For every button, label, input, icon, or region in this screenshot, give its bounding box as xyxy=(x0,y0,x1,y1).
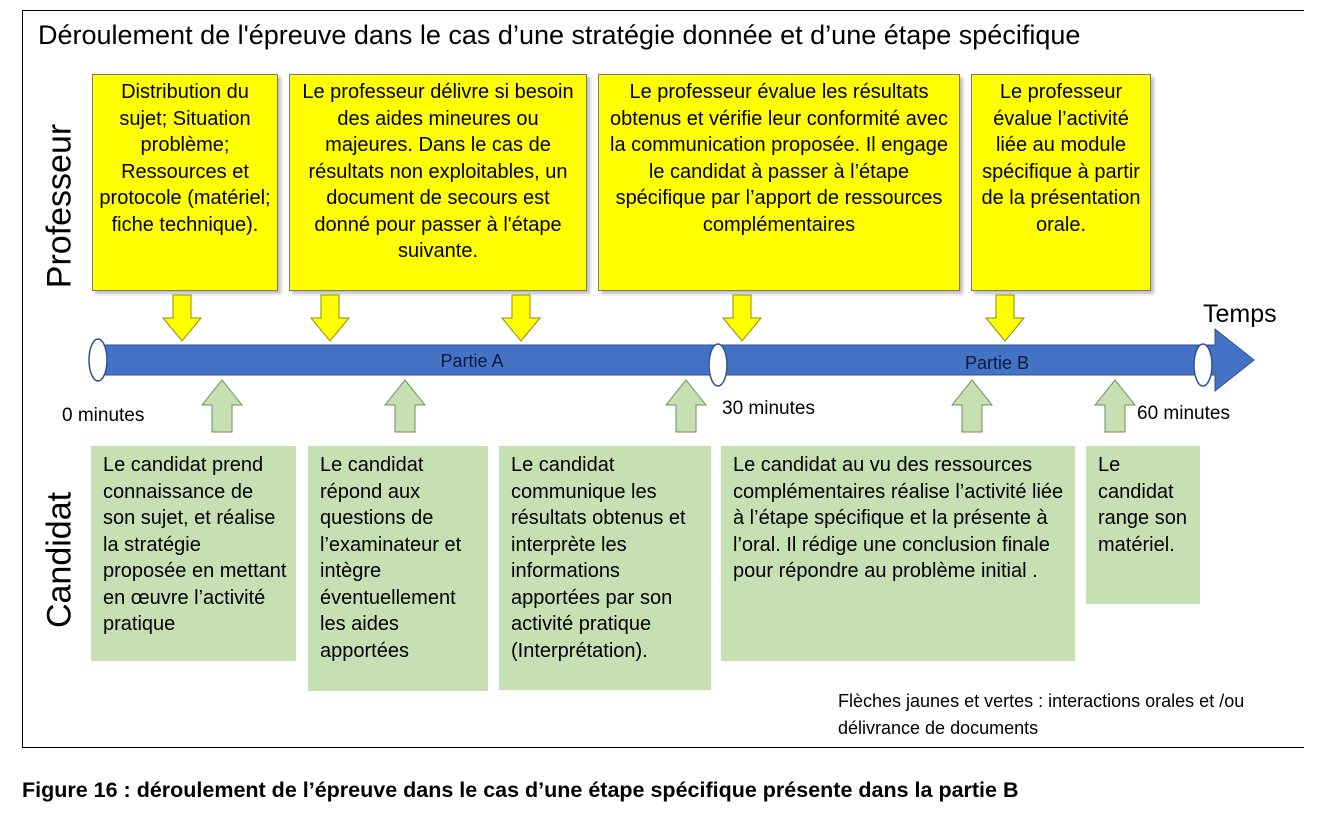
teacher-box-4: Le professeur évalue l’activité liée au … xyxy=(971,74,1151,291)
part-b-label: Partie B xyxy=(964,353,1030,373)
time-marker-0 xyxy=(88,338,108,382)
teacher-arrow-3 xyxy=(500,294,542,342)
diagram-title: Déroulement de l'épreuve dans le cas d’u… xyxy=(38,20,1081,50)
teacher-arrow-5 xyxy=(984,294,1026,342)
candidate-box-2: Le candidat répond aux questions de l’ex… xyxy=(308,446,488,691)
teacher-box-3: Le professeur évalue les résultats obten… xyxy=(598,74,960,291)
diagram-frame xyxy=(22,10,1304,748)
candidate-box-4: Le candidat au vu des ressources complém… xyxy=(721,446,1075,661)
teacher-box-2: Le professeur délivre si besoin des aide… xyxy=(289,74,587,291)
candidate-arrow-3 xyxy=(664,379,708,433)
teacher-box-1: Distribution du sujet; Situation problèm… xyxy=(92,74,278,291)
teacher-arrow-1 xyxy=(161,294,203,342)
teacher-arrow-4 xyxy=(721,294,763,342)
time-marker-30 xyxy=(708,343,728,387)
part-a-label: Partie A xyxy=(440,351,504,371)
candidate-arrow-4 xyxy=(950,379,994,433)
teacher-arrow-2 xyxy=(309,294,351,342)
candidate-arrow-1 xyxy=(200,379,244,433)
time-axis-label: Temps xyxy=(1203,300,1277,328)
time-label-30: 30 minutes xyxy=(722,398,815,419)
timeline-arrow xyxy=(97,327,1255,393)
time-marker-60 xyxy=(1193,343,1213,387)
candidate-box-3: Le candidat communique les résultats obt… xyxy=(499,446,711,690)
time-label-0: 0 minutes xyxy=(62,405,145,426)
arrow-legend-note: Flèches jaunes et vertes : interactions … xyxy=(838,691,1245,738)
candidate-arrow-2 xyxy=(383,379,427,433)
time-label-60: 60 minutes xyxy=(1137,403,1230,424)
candidate-box-1: Le candidat prend connaissance de son su… xyxy=(91,446,296,661)
candidate-arrow-5 xyxy=(1093,379,1137,433)
figure-caption: Figure 16 : déroulement de l’épreuve dan… xyxy=(22,778,1019,802)
candidate-box-5: Le candidat range son matériel. xyxy=(1086,446,1200,604)
